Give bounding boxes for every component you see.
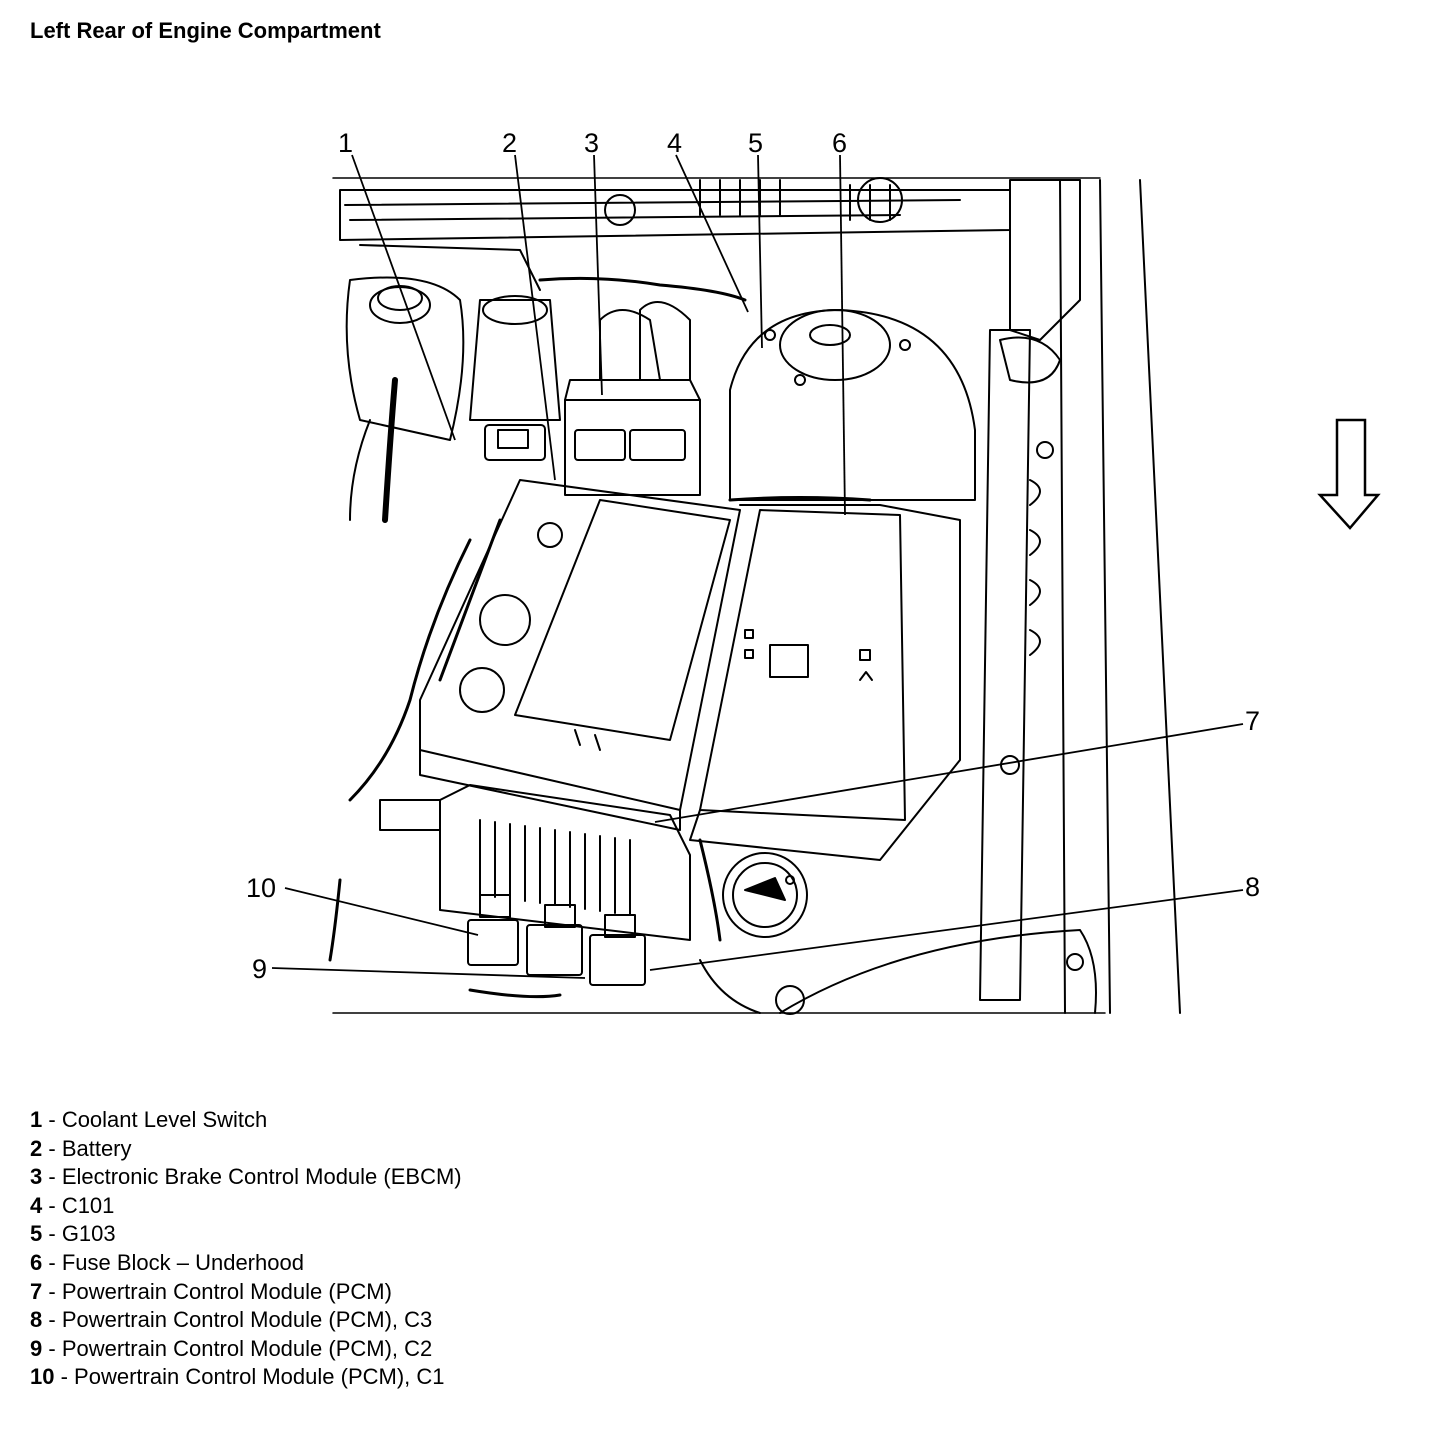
fender-rail (979, 179, 1181, 1014)
leader-line-1 (351, 154, 456, 441)
callout-7: 7 (1245, 706, 1260, 736)
underhood-fuse-block (689, 504, 961, 861)
leader-line-5 (757, 154, 763, 349)
leader-line-10 (284, 887, 479, 936)
callout-1: 1 (338, 128, 353, 158)
leader-line-8 (649, 889, 1244, 971)
callout-3: 3 (584, 128, 599, 158)
ebcm-module (564, 301, 701, 496)
callout-9: 9 (252, 954, 267, 984)
washer-cap (722, 852, 808, 938)
leader-lines (271, 154, 1244, 979)
strut-tower (729, 309, 976, 501)
legend-item: 2 - Battery (30, 1135, 132, 1161)
callout-6: 6 (832, 128, 847, 158)
legend-item: 7 - Powertrain Control Module (PCM) (30, 1278, 392, 1304)
page-title: Left Rear of Engine Compartment (30, 18, 381, 43)
legend-item: 8 - Powertrain Control Module (PCM), C3 (30, 1307, 433, 1333)
legend-item: 5 - G103 (30, 1221, 116, 1247)
coolant-reservoir (345, 276, 465, 523)
leader-line-2 (514, 154, 556, 481)
illustration-frame (332, 177, 1106, 1014)
leader-line-3 (593, 154, 603, 396)
legend-item: 9 - Powertrain Control Module (PCM), C2 (30, 1335, 433, 1361)
callout-2: 2 (502, 128, 517, 158)
callout-labels: 1 2 3 4 5 6 7 8 9 10 (246, 128, 1260, 984)
legend-item: 1 - Coolant Level Switch (30, 1107, 268, 1132)
leader-line-6 (839, 154, 846, 516)
callout-4: 4 (667, 128, 682, 158)
legend-item: 4 - C101 (30, 1192, 115, 1218)
arrow-down-icon (1317, 418, 1381, 530)
legend: 1 - Coolant Level Switch 2 - Battery 3 -… (30, 1106, 462, 1392)
brake-reservoir (469, 295, 561, 461)
callout-10: 10 (246, 873, 276, 903)
leader-line-4 (675, 154, 749, 313)
legend-item: 3 - Electronic Brake Control Module (EBC… (30, 1164, 462, 1190)
lower-panel (379, 799, 1097, 1015)
leader-line-7 (654, 723, 1244, 823)
battery (419, 479, 741, 831)
leader-line-9 (271, 967, 586, 979)
cowl-panel (339, 177, 1011, 291)
callout-8: 8 (1245, 872, 1260, 902)
legend-item: 6 - Fuse Block – Underhood (30, 1249, 304, 1275)
legend-item: 10 - Powertrain Control Module (PCM), C1 (30, 1364, 445, 1390)
pcm-module (439, 784, 691, 986)
callout-5: 5 (748, 128, 763, 158)
